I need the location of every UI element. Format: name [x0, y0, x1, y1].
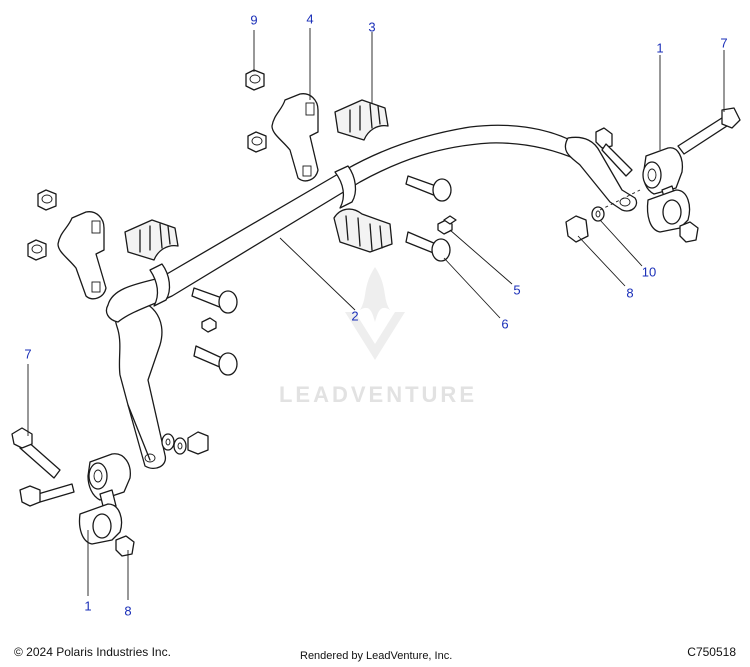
carriage-bolt-4: [193, 345, 238, 376]
copyright-text: © 2024 Polaris Industries Inc.: [14, 645, 171, 659]
grease-fitting-left: [201, 317, 217, 333]
stabilizer-bar: [105, 124, 638, 470]
bolt-left-upper: [11, 427, 61, 479]
watermark-text: LEADVENTURE: [278, 382, 477, 407]
carriage-bolt-2: [405, 231, 451, 262]
nut-left-upper: [37, 189, 57, 211]
callout-3: 3: [368, 19, 376, 35]
end-link-left: [78, 453, 131, 545]
callout-1-right: 1: [656, 40, 664, 56]
washer-right: [591, 206, 605, 222]
callout-10: 10: [641, 264, 657, 280]
callout-9: 9: [250, 12, 258, 28]
leadventure-watermark-logo: [345, 267, 405, 360]
clamp-right: [271, 93, 319, 182]
diagram-id: C750518: [687, 645, 736, 659]
clamp-left: [57, 211, 107, 300]
callout-1-left: 1: [84, 598, 92, 614]
bolt-left-lower: [19, 483, 75, 507]
bolt-right: [595, 107, 741, 177]
callout-8-left: 8: [124, 603, 132, 619]
leader-lines: [27, 28, 725, 600]
callout-7-right: 7: [720, 35, 728, 51]
nut-mid-clamp: [247, 131, 267, 153]
carriage-bolt-3: [191, 287, 238, 314]
callout-8-right: 8: [626, 285, 634, 301]
nut-left-lower: [27, 239, 47, 261]
nut-right-flange: [565, 215, 589, 243]
nut-right-link: [679, 221, 699, 243]
callout-2: 2: [351, 308, 359, 324]
callout-7-left: 7: [24, 346, 32, 362]
nut-left-link: [115, 535, 135, 557]
bushing-upper-right: [334, 99, 389, 141]
grease-fitting-right: [437, 215, 457, 235]
nut-top: [245, 69, 265, 91]
callout-4: 4: [306, 11, 314, 27]
rendered-by-text: Rendered by LeadVenture, Inc.: [300, 650, 453, 662]
callout-6: 6: [501, 316, 509, 332]
end-link-right: [642, 147, 691, 233]
bushing-upper-left: [124, 219, 179, 261]
carriage-bolt-1: [405, 175, 452, 202]
bushing-lower-middle: [333, 208, 393, 253]
callout-5: 5: [513, 282, 521, 298]
washers-left: [161, 431, 209, 455]
